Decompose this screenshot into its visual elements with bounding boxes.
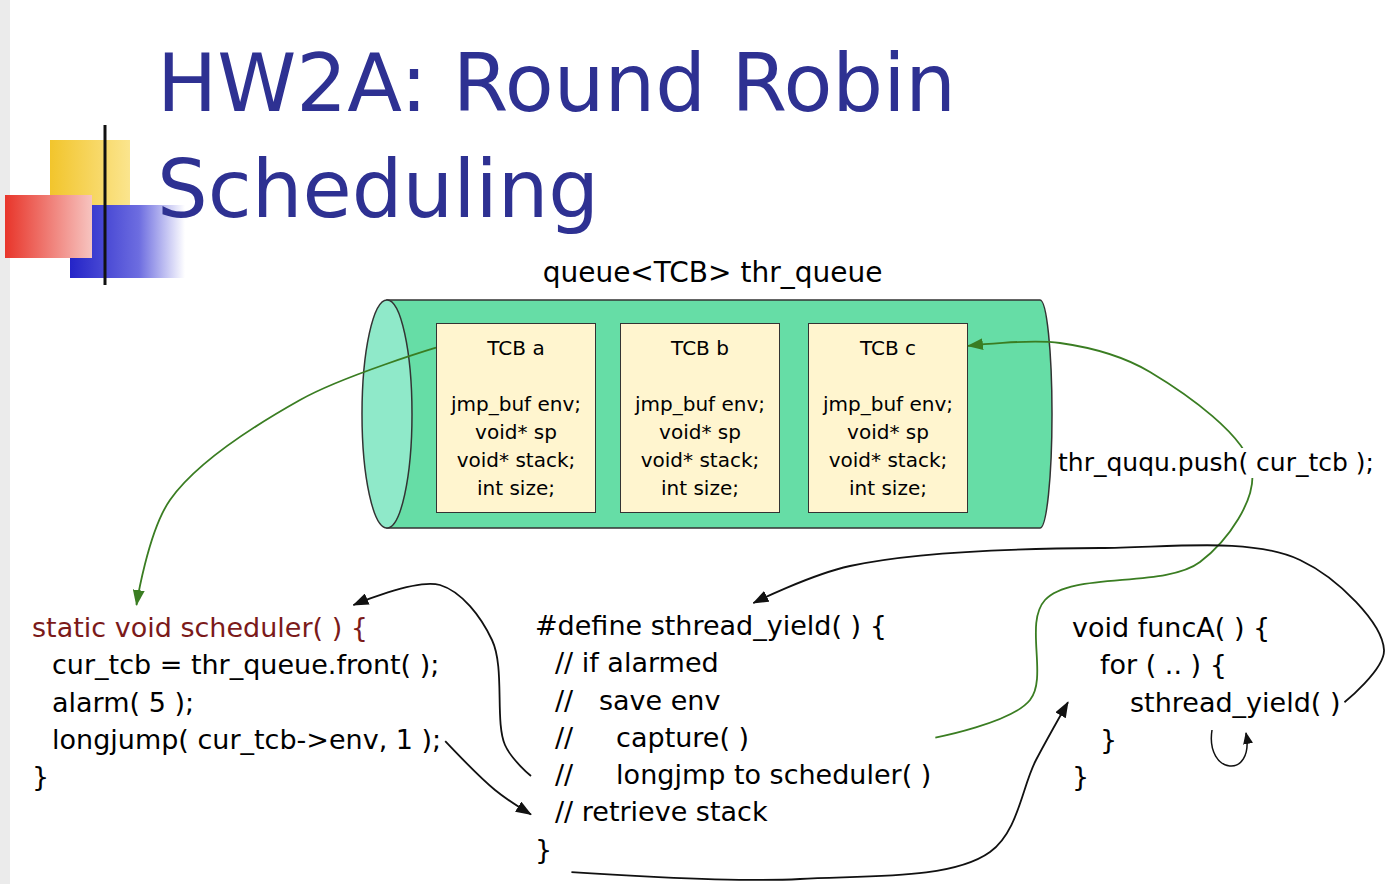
- code-line: void funcA( ) {: [1072, 609, 1340, 646]
- code-block: void funcA( ) {for ( .. ) {sthread_yield…: [1068, 605, 1344, 799]
- left-margin-strip: [0, 0, 10, 884]
- field-text: void* sp: [447, 418, 585, 446]
- node-heading: TCB b: [631, 334, 769, 362]
- code-line: // capture( ): [535, 719, 931, 756]
- code-line: // if alarmed: [535, 644, 931, 681]
- field-text: jmp_buf env;: [819, 390, 957, 418]
- tcb-box: TCB b jmp_buf env;void* spvoid* stack;int…: [620, 323, 780, 513]
- tcb-box: TCB a jmp_buf env;void* spvoid* stack;int…: [436, 323, 596, 513]
- code-line: }: [1072, 758, 1340, 795]
- field-text: int size;: [447, 474, 585, 502]
- code-line: for ( .. ) {: [1072, 646, 1340, 683]
- tcb-box: TCB c jmp_buf env;void* spvoid* stack;int…: [808, 323, 968, 513]
- code-line: }: [535, 831, 931, 868]
- node-heading: TCB a: [447, 334, 585, 362]
- code-line: // retrieve stack: [535, 793, 931, 830]
- field-text: void* stack;: [447, 446, 585, 474]
- flow-arrow: [753, 545, 1384, 702]
- code-block: static void scheduler( ) {cur_tcb = thr_…: [28, 605, 445, 799]
- field-text: jmp_buf env;: [631, 390, 769, 418]
- slide-title: HW2A: Round Robin Scheduling: [157, 31, 1057, 243]
- vertical-rule: [104, 125, 107, 285]
- flow-arrow: [136, 348, 436, 605]
- code-line: #define sthread_yield( ) {: [535, 607, 931, 644]
- code-line: // longjmp to scheduler( ): [535, 756, 931, 793]
- field-text: void* sp: [631, 418, 769, 446]
- code-label: thr_ququ.push( cur_tcb );: [1056, 448, 1376, 478]
- red-square: [5, 195, 92, 258]
- connector-group: [136, 342, 1384, 880]
- field-text: void* stack;: [819, 446, 957, 474]
- code-line: alarm( 5 );: [32, 684, 441, 721]
- cylinder-body: [387, 300, 1052, 528]
- field-text: void* stack;: [631, 446, 769, 474]
- code-line: cur_tcb = thr_queue.front( );: [32, 646, 441, 683]
- code-line: static void scheduler( ) {: [32, 609, 441, 646]
- flow-arrow: [445, 741, 531, 814]
- field-text: int size;: [819, 474, 957, 502]
- code-line: sthread_yield( ): [1072, 684, 1340, 721]
- code-block: #define sthread_yield( ) {// if alarmed/…: [531, 603, 935, 872]
- field-text: void* sp: [819, 418, 957, 446]
- code-line: // save env: [535, 682, 931, 719]
- code-line: }: [1072, 721, 1340, 758]
- node-heading: queue<TCB> thr_queue: [360, 256, 1065, 290]
- code-line: }: [32, 758, 441, 795]
- field-text: jmp_buf env;: [447, 390, 585, 418]
- node-heading: TCB c: [819, 334, 957, 362]
- queue-cylinder: queue<TCB> thr_queueTCB ajmp_buf env;voi…: [360, 252, 1065, 532]
- flow-arrow: [571, 702, 1068, 880]
- flow-arrow: [353, 584, 531, 776]
- title-rule: [55, 246, 1330, 249]
- field-text: int size;: [631, 474, 769, 502]
- cylinder-end: [362, 300, 412, 528]
- flow-arrow: [935, 342, 1252, 738]
- loop-arrow: [1211, 730, 1247, 766]
- code-line: longjump( cur_tcb->env, 1 );: [32, 721, 441, 758]
